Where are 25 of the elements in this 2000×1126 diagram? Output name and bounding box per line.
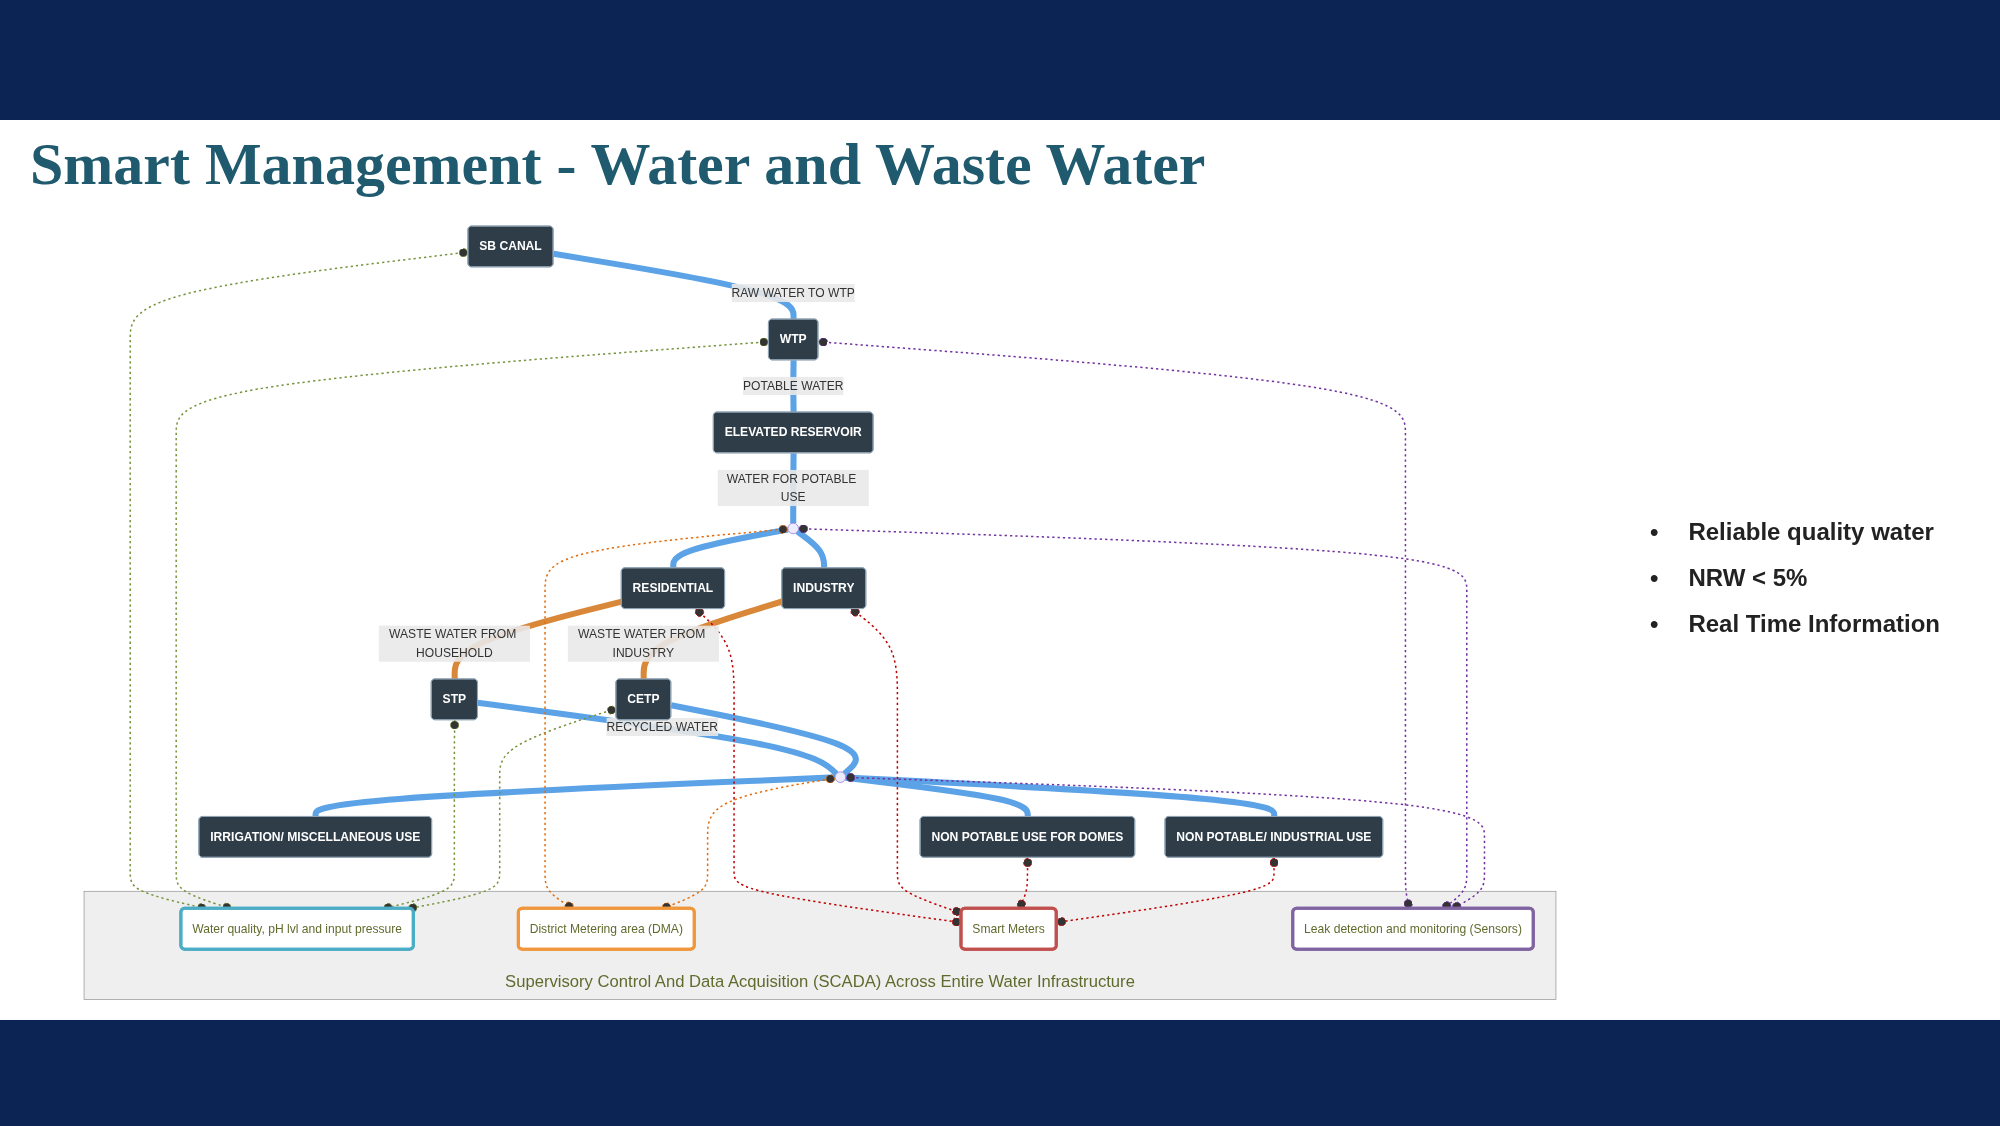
edge-label: RECYCLED WATER (606, 720, 719, 734)
connector (175, 337, 770, 912)
connector (694, 607, 963, 927)
connector (477, 699, 839, 776)
bullet-note: Reliable quality water (1688, 518, 1934, 545)
bullet: • (1650, 564, 1659, 591)
edge-label: WASTE WATER FROM INDUSTRY (578, 627, 706, 659)
node-circle (834, 771, 847, 783)
bullet: • (1650, 610, 1659, 637)
bullet: • (1650, 518, 1659, 545)
edge-label: RAW WATER TO WTP (731, 286, 855, 299)
edge-label: WASTE WATER FROM HOUSEHOLD (389, 627, 517, 659)
bullet-note: NRW < 5% (1688, 564, 1808, 591)
connector (795, 529, 828, 569)
edge-label: POTABLE WATER (742, 379, 844, 392)
connector (850, 607, 963, 917)
node-circle (787, 522, 799, 535)
connector (670, 526, 789, 569)
connector (845, 774, 1278, 818)
connector (312, 774, 836, 818)
bullet-note: Real Time Information (1688, 610, 1940, 637)
connector (407, 705, 617, 913)
title: Smart Management - Water and Waste Water (30, 130, 1206, 199)
connector (670, 702, 859, 776)
edge-label: WATER FOR POTABLE USE (726, 472, 857, 504)
